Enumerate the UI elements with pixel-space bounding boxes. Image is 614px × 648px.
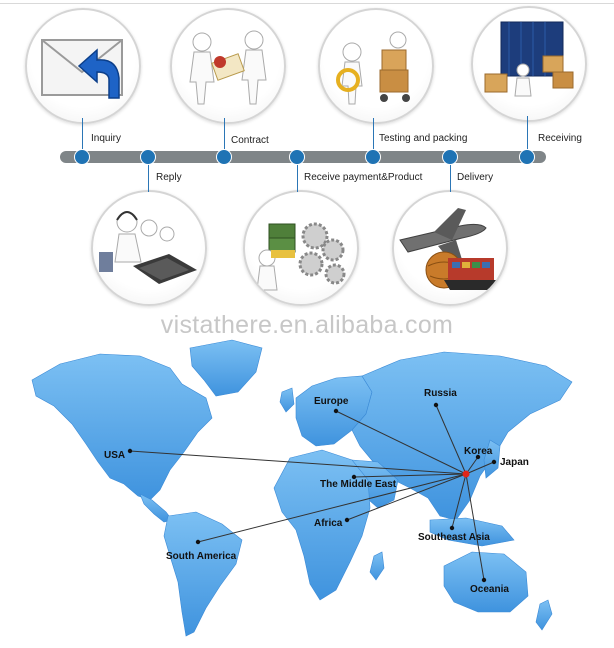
- call-center-icon: [99, 211, 197, 284]
- destination-label-middle-east: The Middle East: [320, 479, 397, 490]
- receive-payment-illustration: [243, 190, 359, 306]
- connector-receive-payment: [297, 162, 298, 192]
- route-lines: [129, 404, 495, 581]
- destination-dot-korea: [475, 454, 481, 460]
- timeline-node: [74, 149, 90, 165]
- destination-dot-south-america: [195, 539, 201, 545]
- connector-inquiry: [82, 118, 83, 154]
- timeline-node: [519, 149, 535, 165]
- landmass-asia: [351, 351, 573, 521]
- delivery-illustration: [392, 190, 508, 306]
- route-europe: [335, 410, 467, 475]
- hub-dot-china: [462, 470, 470, 478]
- destination-label-japan: Japan: [500, 457, 529, 468]
- route-southeast-asia: [451, 473, 467, 529]
- handshake-contract-icon: [189, 30, 267, 105]
- inquiry-illustration: [25, 8, 141, 124]
- top-divider: [0, 3, 614, 4]
- timeline-node: [216, 149, 232, 165]
- landmass-japan: [483, 439, 501, 479]
- destination-dot-russia: [433, 402, 439, 408]
- timeline-node: [289, 149, 305, 165]
- route-russia: [435, 404, 467, 475]
- route-africa: [346, 473, 467, 521]
- destination-dot-usa: [127, 448, 133, 454]
- route-south-america: [197, 473, 467, 543]
- destination-label-usa: USA: [104, 450, 125, 461]
- destination-label-europe: Europe: [314, 396, 349, 407]
- route-japan: [465, 461, 495, 475]
- timeline-node: [140, 149, 156, 165]
- route-usa: [129, 450, 467, 475]
- contract-illustration: [170, 8, 286, 124]
- landmass-new-zealand: [535, 599, 553, 631]
- watermark-text: vistathere.en.alibaba.com: [160, 311, 454, 339]
- destination-dot-europe: [333, 408, 339, 414]
- reply-illustration: [91, 190, 207, 306]
- landmass-australia: [443, 551, 529, 613]
- destination-label-russia: Russia: [424, 388, 457, 399]
- connector-contract: [224, 118, 225, 154]
- connector-receiving: [527, 116, 528, 154]
- destination-label-oceania: Oceania: [470, 584, 509, 595]
- connector-reply: [148, 162, 149, 192]
- destination-label-southeast-asia: Southeast Asia: [418, 532, 490, 543]
- route-middle-east: [353, 473, 467, 478]
- destination-dot-africa: [344, 517, 350, 523]
- landmass-north-america: [31, 353, 213, 501]
- money-gears-icon: [256, 222, 346, 291]
- step-label-delivery: Delivery: [457, 172, 494, 183]
- step-label-receiving: Receiving: [538, 133, 582, 144]
- route-oceania: [465, 473, 485, 581]
- destination-dot-middle-east: [351, 474, 357, 480]
- destination-dot-japan: [491, 459, 497, 465]
- destination-dot-oceania: [481, 577, 487, 583]
- magnifier-packages-icon: [336, 31, 410, 105]
- landmass-uk: [279, 387, 295, 413]
- step-label-inquiry: Inquiry: [91, 133, 122, 144]
- destination-dot-southeast-asia: [449, 525, 455, 531]
- destination-label-korea: Korea: [464, 446, 493, 457]
- landmass-south-america: [163, 511, 243, 637]
- timeline-node: [442, 149, 458, 165]
- landmass-madagascar: [369, 551, 385, 581]
- receiving-illustration: [471, 6, 587, 122]
- step-label-contract: Contract: [231, 135, 269, 146]
- step-label-receive-payment: Receive payment&Product: [304, 172, 423, 183]
- shipping-container-icon: [484, 21, 574, 97]
- step-label-reply: Reply: [156, 172, 182, 183]
- airplane-ship-globe-icon: [399, 208, 500, 290]
- landmass-greenland: [189, 339, 263, 397]
- envelope-reply-icon: [41, 39, 123, 99]
- destination-label-south-america: South America: [166, 551, 237, 562]
- connector-testing-packing: [373, 118, 374, 154]
- world-map: USA South America Europe Russia The Midd…: [31, 339, 573, 637]
- landmass-central-america: [139, 493, 173, 523]
- testing-packing-illustration: [318, 8, 434, 124]
- timeline-node: [365, 149, 381, 165]
- connector-delivery: [450, 162, 451, 192]
- destination-label-africa: Africa: [314, 518, 343, 529]
- landmass-indonesia: [429, 517, 515, 547]
- step-label-testing-packing: Testing and packing: [379, 133, 468, 144]
